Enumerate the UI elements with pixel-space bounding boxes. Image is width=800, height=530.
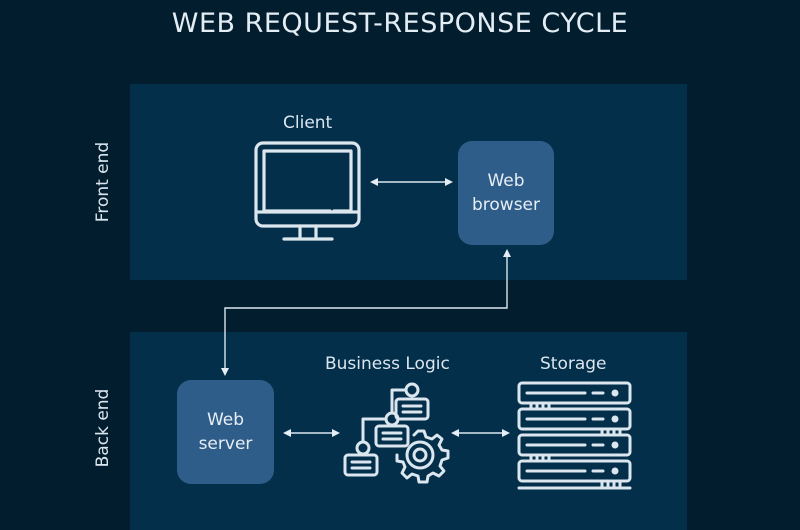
browser-server-arrow — [221, 249, 511, 376]
web-server-node[interactable]: Web server — [177, 380, 274, 484]
web-browser-label-line1: Web — [487, 171, 525, 191]
storage-caption: Storage — [540, 354, 607, 374]
client-caption: Client — [283, 113, 333, 133]
web-browser-node[interactable]: Web browser — [458, 141, 554, 245]
diagram-title: WEB REQUEST-RESPONSE CYCLE — [171, 8, 629, 39]
desktop-monitor-icon — [254, 141, 361, 241]
server-rack-icon — [517, 381, 632, 490]
web-browser-label-line2: browser — [471, 195, 541, 215]
flowchart-gear-icon — [343, 382, 450, 484]
web-server-label-line1: Web — [206, 410, 245, 430]
web-server-label-line2: server — [198, 434, 253, 454]
